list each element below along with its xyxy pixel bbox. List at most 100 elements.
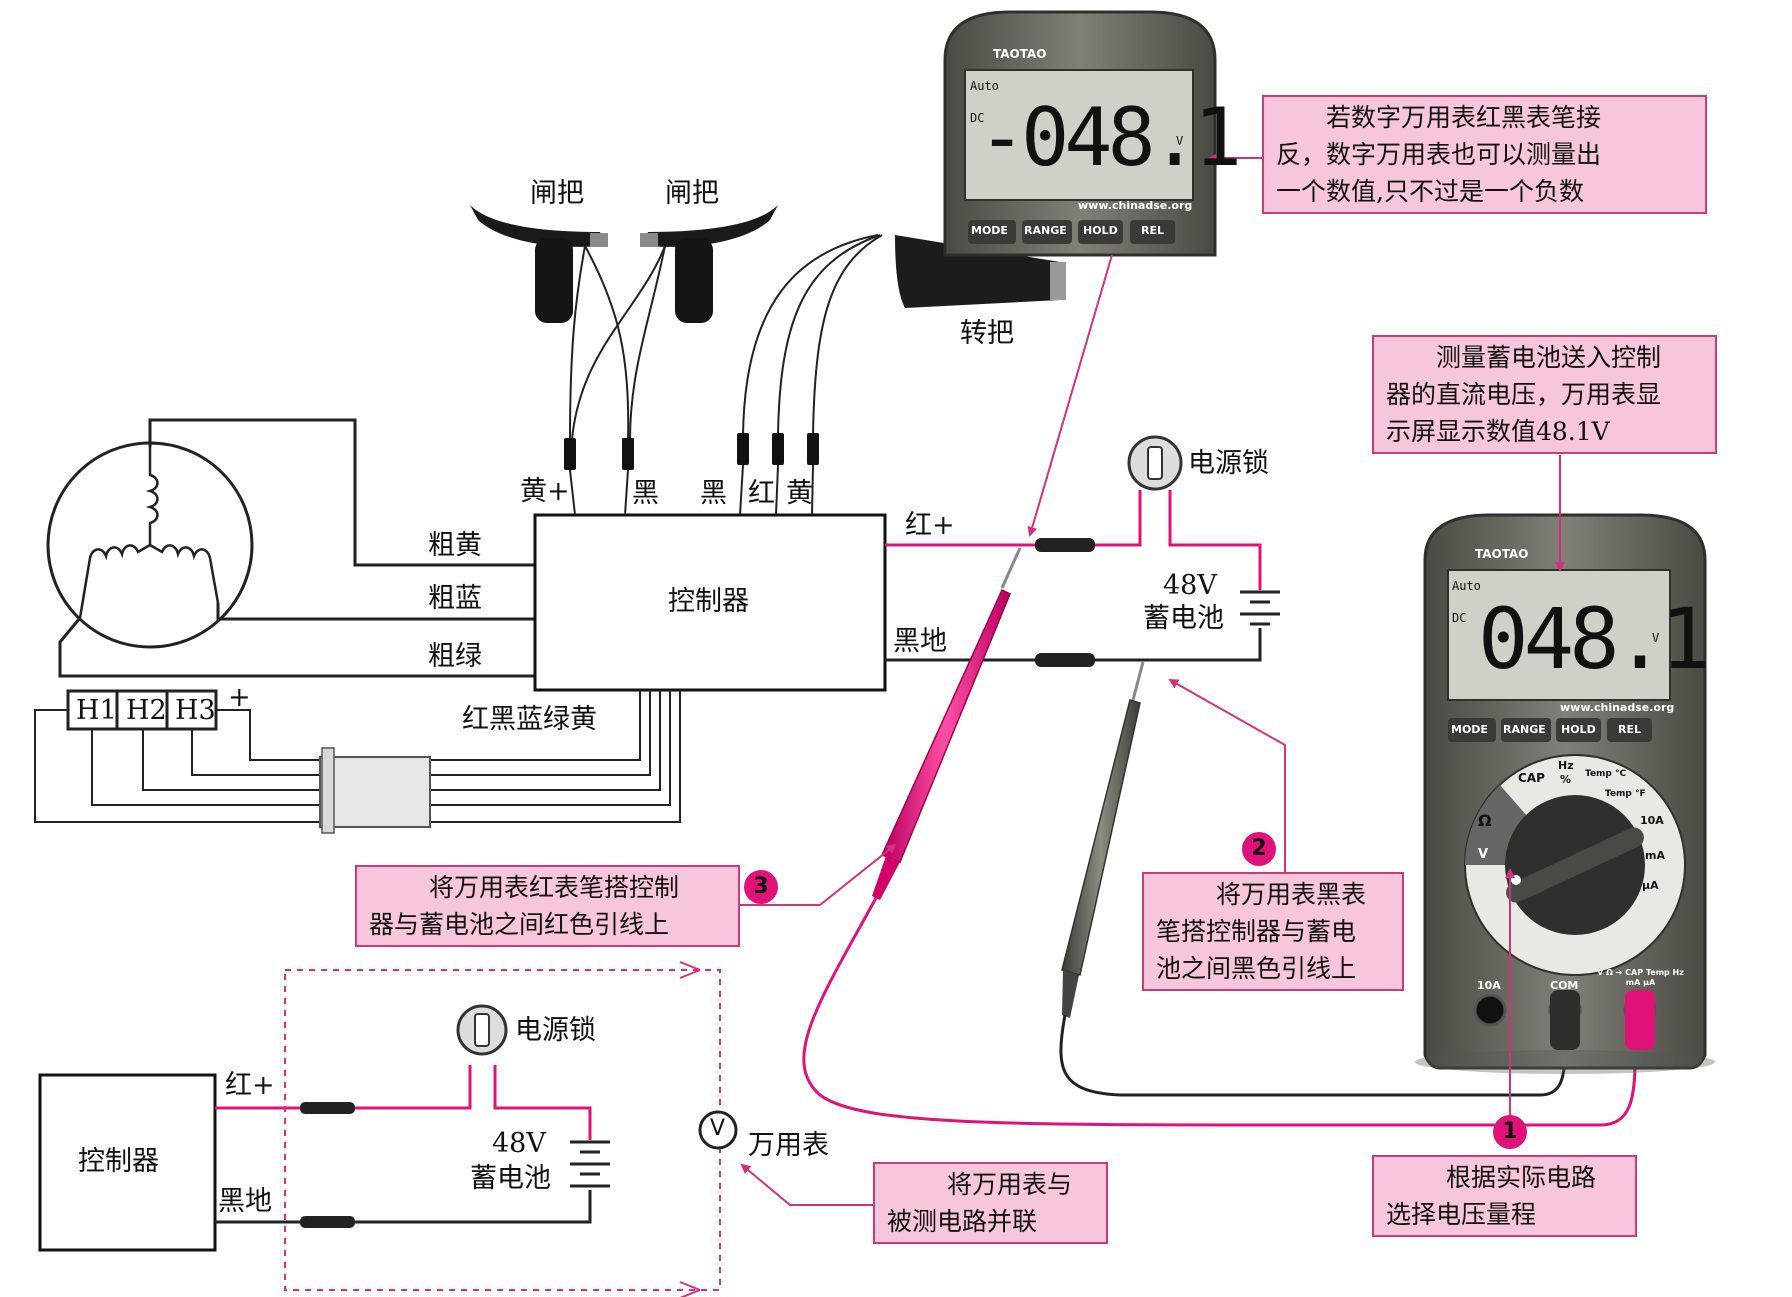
motor-coil-top (145, 447, 159, 545)
callout-step2: 将万用表黑表 笔搭控制器与蓄电 池之间黑色引线上 (1142, 872, 1404, 991)
hall-colors-label: 红黑蓝绿黄 (462, 704, 597, 735)
hall-h2-label: H2 (126, 695, 167, 726)
hold-button (1556, 718, 1601, 742)
meter-main-url: www.chinadse.org (1560, 701, 1675, 714)
battery-voltage-label: 48V (1163, 570, 1217, 601)
meter-top-lcd (964, 69, 1194, 201)
battery-label: 蓄电池 (1143, 603, 1224, 634)
dial-10a: 10A (1640, 814, 1664, 827)
meter-top-reading: -048.1 (978, 91, 1242, 184)
meter-main-mode: Auto (1452, 579, 1481, 593)
range-button (1501, 718, 1551, 742)
meter-main-hold-label[interactable]: HOLD (1561, 723, 1596, 736)
black-probe[interactable] (1059, 661, 1567, 1097)
meter-main (1415, 513, 1715, 1074)
callout-measure-voltage: 测量蓄电池送入控制 器的直流电压，万用表显 示屏显示数值48.1V (1372, 335, 1717, 454)
sch-meter-label: 万用表 (748, 1130, 829, 1161)
wire-connectors (564, 433, 819, 470)
red-probe[interactable] (802, 547, 1637, 1127)
dial-pointer (1506, 827, 1644, 903)
black-connector (1035, 653, 1095, 667)
sch-battery-label: 蓄电池 (470, 1163, 551, 1194)
power-lock-switch[interactable] (1127, 435, 1183, 491)
wire-black-label: 黑 (632, 478, 659, 509)
sch-voltmeter (698, 1110, 738, 1150)
meter-top-mode: Auto (970, 79, 999, 93)
dial-ua: μA (1642, 879, 1659, 892)
callout-negative-reading: 若数字万用表红黑表笔接 反，数字万用表也可以测量出 一个数值,只不过是一个负数 (1262, 95, 1707, 214)
phase-green-label: 粗绿 (428, 641, 482, 672)
meter-main-lcd (1447, 569, 1671, 701)
schematic (38, 961, 738, 1297)
mode-button (1448, 718, 1496, 742)
dial-ma: mA (1645, 849, 1665, 862)
wire-red-label: 红 (748, 478, 775, 509)
meter-top-unit: V (1176, 134, 1184, 148)
red-wire-to-lock (1095, 490, 1142, 547)
sch-battery-voltage-label: 48V (492, 1128, 546, 1159)
meter-top-mode-button[interactable]: MODE (971, 224, 1008, 237)
meter-main-mode-label[interactable]: MODE (1451, 723, 1488, 736)
black-ground-wire (885, 628, 1262, 662)
hall-plus-label: + (228, 682, 251, 713)
meter-top-dc: DC (970, 111, 985, 125)
callout-step1: 根据实际电路 选择电压量程 (1372, 1155, 1637, 1237)
black-probe-plug (1550, 990, 1580, 1050)
meter-top-range-button[interactable]: RANGE (1024, 224, 1067, 237)
hall-h1-label: H1 (76, 695, 117, 726)
dial-v: V (1478, 847, 1489, 862)
brake-right-label: 闸把 (665, 178, 719, 209)
wire-black-2-label: 黑 (700, 478, 727, 509)
black-ground-label: 黑地 (893, 626, 947, 657)
motor-coil-right (149, 543, 220, 604)
controller-label: 控制器 (668, 586, 749, 617)
wire-yellow-plus-label: 黄+ (520, 476, 570, 507)
hall-h3-label: H3 (175, 695, 216, 726)
dial-pct: % (1560, 773, 1572, 786)
sch-red-plus-label: 红+ (225, 1070, 275, 1101)
dial-indicator (1511, 875, 1521, 885)
meter-top (943, 10, 1217, 257)
brake-left-label: 闸把 (530, 178, 584, 209)
sch-black-ground-label: 黑地 (218, 1186, 272, 1217)
meter-main-rel-label[interactable]: REL (1618, 723, 1641, 736)
jack-10a-label: 10A (1477, 979, 1501, 992)
rel-button (1607, 718, 1652, 742)
sch-meter-loop (284, 969, 721, 1291)
jack-10a (1473, 993, 1507, 1027)
phase-yellow-label: 粗黄 (428, 530, 482, 561)
meter-main-brand: TAOTAO (1475, 547, 1529, 561)
lock-to-battery (1168, 490, 1262, 590)
brake-lever-right (640, 205, 778, 323)
meter-top-hold-button[interactable]: HOLD (1083, 224, 1118, 237)
throttle-grip (895, 235, 1066, 308)
sch-controller-box (38, 1073, 217, 1252)
power-lock-label: 电源锁 (1188, 448, 1269, 479)
sch-power-lock-label: 电源锁 (515, 1015, 596, 1046)
hall-connector (319, 747, 431, 834)
phase-blue-label: 粗蓝 (428, 583, 482, 614)
meter-top-brand: TAOTAO (993, 47, 1047, 61)
sch-voltmeter-symbol: V (710, 1116, 726, 1141)
brake-throttle-wires (569, 234, 883, 516)
meter-top-rel-button[interactable]: REL (1141, 224, 1164, 237)
dial-temp-c: Temp °C (1585, 769, 1627, 779)
motor (46, 441, 254, 649)
meter-main-reading: 048.1 (1478, 590, 1711, 688)
brake-lever-left (470, 205, 608, 323)
red-plus-label: 红+ (905, 510, 955, 541)
red-probe-plug (1625, 990, 1655, 1050)
badge-step2: 2 (1242, 832, 1276, 866)
callout-step3: 将万用表红表笔搭控制 器与蓄电池之间红色引线上 (355, 865, 740, 947)
dial-cap: CAP (1518, 771, 1545, 785)
dial-ohm: Ω (1478, 811, 1492, 830)
meter-top-url: www.chinadse.org (1078, 199, 1193, 212)
meter-main-range-label[interactable]: RANGE (1503, 723, 1546, 736)
callout-leaders (740, 153, 1565, 1206)
sch-controller-label: 控制器 (78, 1146, 159, 1177)
red-connector (1035, 538, 1095, 552)
meter-main-unit: V (1652, 631, 1660, 645)
battery-symbol (1240, 590, 1280, 626)
wire-yellow-label: 黄 (786, 478, 813, 509)
